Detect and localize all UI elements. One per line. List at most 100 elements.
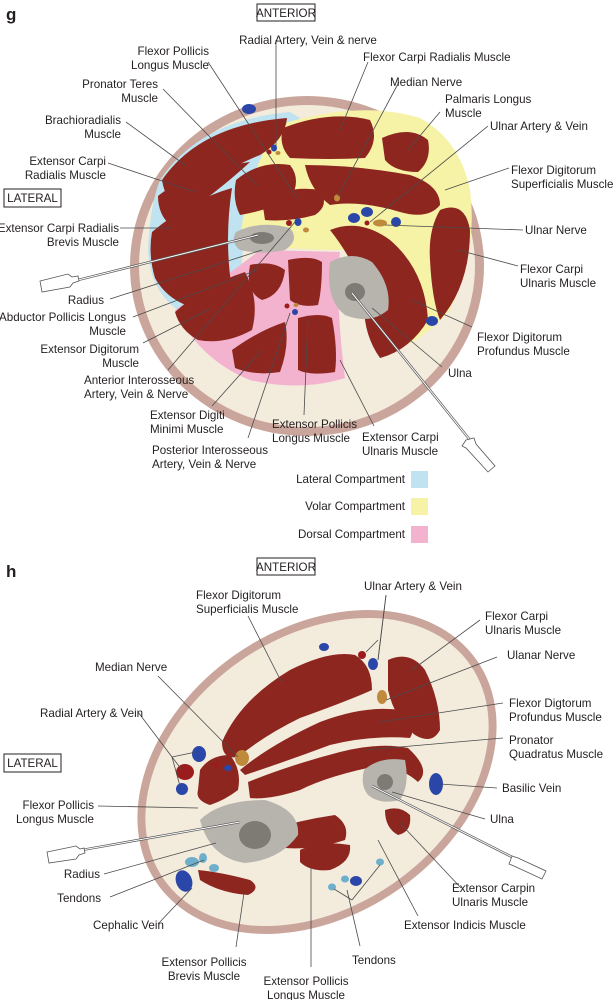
label-posterior-interosseous-2: Artery, Vein & Nerve bbox=[152, 458, 256, 471]
label-flexor-digitorum-profundus-1-h: Flexor Digtorum bbox=[509, 697, 591, 710]
small-artery-h bbox=[213, 762, 219, 768]
label-extensor-carpi-ulnaris-1: Extensor Carpi bbox=[362, 431, 439, 444]
abductor-pollicis-longus-muscle bbox=[248, 263, 285, 300]
ulnar-nerve bbox=[373, 219, 387, 227]
anterior-box-h bbox=[256, 557, 316, 576]
flexor-pollicis-longus-muscle bbox=[262, 188, 324, 221]
label-tendons-right-h: Tendons bbox=[352, 954, 396, 967]
label-extensor-indicis-h: Extensor Indicis Muscle bbox=[404, 919, 526, 932]
median-nerve-h bbox=[235, 750, 249, 766]
label-radius: Radius bbox=[68, 294, 104, 307]
ulnar-vein-h bbox=[368, 658, 378, 670]
anterior-label: ANTERIOR bbox=[256, 7, 316, 20]
label-extensor-carpi-ulnaris-2-h: Ulnaris Muscle bbox=[452, 896, 528, 909]
tendon-left-1 bbox=[185, 857, 199, 867]
legend-swatch-volar bbox=[411, 498, 428, 515]
superficial-vein bbox=[242, 104, 256, 114]
ulnar-artery bbox=[364, 220, 370, 226]
panel-h: h ANTERIOR LATERAL bbox=[3, 557, 603, 1000]
label-anterior-interosseous-1: Anterior Interosseous bbox=[84, 374, 194, 387]
label-radial-artery-vein-nerve: Radial Artery, Vein & nerve bbox=[239, 34, 377, 47]
label-extensor-digitorum-1: Extensor Digitorum bbox=[40, 343, 139, 356]
palmaris-longus-muscle bbox=[382, 131, 429, 172]
extensor-pollicis-brevis-muscle-h bbox=[198, 870, 256, 895]
posterior-interosseous-artery bbox=[284, 303, 290, 309]
ulnar-nerve-h bbox=[377, 690, 387, 704]
ulnar-vein-3 bbox=[391, 217, 401, 227]
extensor-digiti-minimi-muscle bbox=[232, 322, 287, 374]
extensor-pollicis-longus-muscle bbox=[288, 257, 322, 306]
flexor-digitorum-profundus-muscle-h bbox=[240, 708, 413, 775]
label-flexor-digitorum-superficialis-2-h: Superficialis Muscle bbox=[196, 603, 298, 616]
label-extensor-pollicis-brevis-1-h: Extensor Pollicis bbox=[161, 956, 246, 969]
panel-h-leader-lines bbox=[97, 594, 504, 967]
label-extensor-digiti-minimi-2: Minimi Muscle bbox=[150, 423, 223, 436]
anterior-interosseous-nerve bbox=[303, 227, 309, 233]
label-abductor-pollicis-longus-2: Muscle bbox=[89, 325, 126, 338]
label-pronator-teres-1: Pronator Teres bbox=[82, 78, 158, 91]
label-flexor-carpi-ulnaris-2: Ulnaris Muscle bbox=[520, 277, 596, 290]
label-brachioradialis-1: Brachioradialis bbox=[45, 114, 121, 127]
panel-g: g ANTERIOR LATERAL bbox=[0, 3, 613, 543]
extensor-pollicis-longus-muscle-h bbox=[300, 843, 351, 871]
needle-left-h bbox=[46, 820, 241, 864]
label-extensor-pollicis-longus-1: Extensor Pollicis bbox=[272, 418, 357, 431]
lateral-box-h bbox=[3, 753, 62, 773]
radial-artery-h bbox=[176, 764, 194, 780]
flexor-digitorum-superficialis-muscle-h bbox=[222, 654, 372, 758]
needle-right-h bbox=[371, 784, 547, 880]
lateral-label-h: LATERAL bbox=[7, 757, 58, 770]
label-abductor-pollicis-longus-1: Abductor Pollicis Longus bbox=[0, 311, 126, 324]
label-extensor-carpi-radialis-2: Radialis Muscle bbox=[25, 169, 106, 182]
label-basilic-vein-h: Basilic Vein bbox=[502, 782, 561, 795]
radial-nerve bbox=[275, 151, 281, 155]
legend-label-volar: Volar Compartment bbox=[305, 500, 406, 513]
label-flexor-digitorum-profundus-2-h: Profundus Muscle bbox=[509, 711, 602, 724]
tendon-right-3 bbox=[376, 858, 384, 866]
label-extensor-carpi-radialis-1: Extensor Carpi bbox=[29, 155, 106, 168]
anterior-box bbox=[256, 3, 316, 22]
tendon-right-1 bbox=[328, 883, 336, 891]
basilic-vein bbox=[426, 316, 438, 326]
panel-g-leader-lines bbox=[107, 40, 524, 439]
label-ulnar-artery-vein-h: Ulnar Artery & Vein bbox=[364, 580, 462, 593]
tendon-right-2 bbox=[341, 875, 349, 883]
lateral-label: LATERAL bbox=[7, 192, 58, 205]
label-ulnar-nerve: Ulnar Nerve bbox=[525, 224, 587, 237]
ulna-marrow bbox=[345, 283, 365, 301]
posterior-interosseous-nerve bbox=[293, 303, 299, 307]
label-flexor-digitorum-superficialis-1: Flexor Digitorum bbox=[511, 164, 596, 177]
anterior-interosseous-artery bbox=[286, 220, 292, 226]
label-pronator-quadratus-2-h: Quadratus Muscle bbox=[509, 748, 603, 761]
median-nerve bbox=[334, 194, 340, 202]
label-extensor-carpi-radialis-brevis-1: Extensor Carpi Radialis bbox=[0, 222, 119, 235]
label-palmaris-longus-2: Muscle bbox=[445, 107, 482, 120]
ulnar-artery-h bbox=[358, 651, 366, 659]
label-radial-artery-vein-h: Radial Artery & Vein bbox=[40, 707, 143, 720]
label-tendons-left-h: Tendons bbox=[57, 892, 101, 905]
label-flexor-pollicis-longus-1: Flexor Pollicis bbox=[137, 45, 209, 58]
legend-swatch-dorsal bbox=[411, 526, 428, 543]
label-pronator-teres-2: Muscle bbox=[121, 92, 158, 105]
pronator-quadratus-muscle-h bbox=[248, 745, 424, 799]
label-ulna: Ulna bbox=[448, 367, 472, 380]
label-extensor-digiti-minimi-1: Extensor Digiti bbox=[150, 409, 225, 422]
label-extensor-carpi-ulnaris-2: Ulnaris Muscle bbox=[362, 445, 438, 458]
extensor-carpi-ulnaris-muscle bbox=[298, 315, 336, 374]
anterior-label-h: ANTERIOR bbox=[256, 561, 316, 574]
radius-marrow bbox=[250, 232, 274, 244]
label-radius-h: Radius bbox=[64, 868, 100, 881]
anterior-interosseous-vein bbox=[294, 218, 302, 226]
tendon-left-2 bbox=[199, 853, 207, 863]
label-flexor-digitorum-superficialis-2: Superficialis Muscle bbox=[511, 178, 613, 191]
label-palmaris-longus-1: Palmaris Longus bbox=[445, 93, 532, 106]
panel-h-letter: h bbox=[6, 562, 16, 581]
flexor-carpi-ulnaris-muscle bbox=[429, 207, 470, 320]
label-extensor-pollicis-longus-2-h: Longus Muscle bbox=[267, 989, 345, 1000]
label-median-nerve: Median Nerve bbox=[390, 76, 462, 89]
extensor-digitorum-muscle bbox=[175, 272, 255, 342]
tendon-left-3 bbox=[209, 864, 219, 872]
extensor-carpi-ulnaris-muscle-h bbox=[385, 808, 411, 835]
label-extensor-pollicis-brevis-2-h: Brevis Muscle bbox=[168, 970, 240, 983]
label-flexor-carpi-radialis: Flexor Carpi Radialis Muscle bbox=[363, 51, 511, 64]
